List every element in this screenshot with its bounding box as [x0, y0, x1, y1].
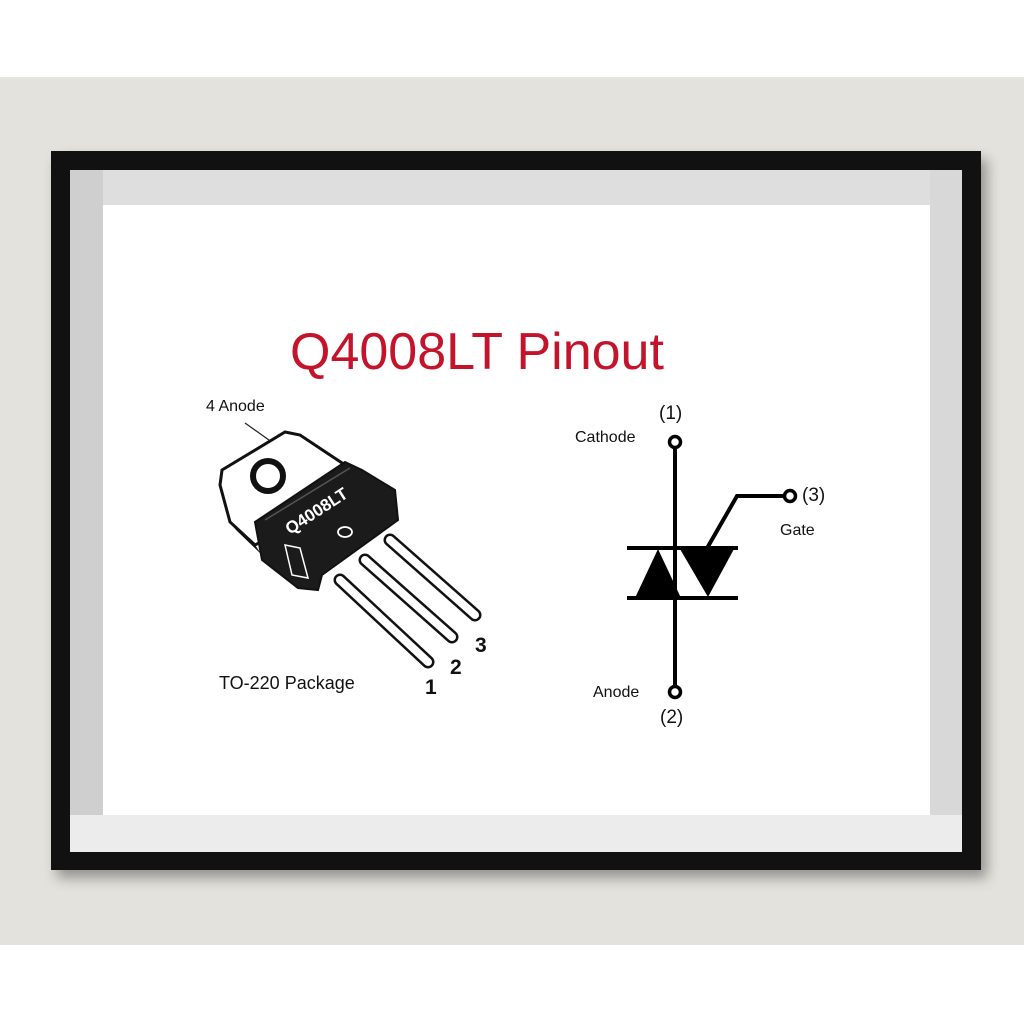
mat-bevel-left	[70, 170, 103, 852]
anode-pin-number: (2)	[660, 707, 684, 728]
pin-number-1: 1	[425, 676, 437, 699]
mat-bevel-bottom	[70, 815, 962, 852]
pin-number-3: 3	[475, 634, 487, 657]
mat-bevel-top	[70, 170, 962, 205]
gate-label: Gate	[780, 522, 815, 539]
to220-package-illustration: Q4008LT	[218, 422, 482, 669]
down-triangle	[680, 549, 734, 597]
package-label: TO-220 Package	[219, 673, 355, 693]
tab-anode-label: 4 Anode	[206, 398, 265, 415]
mounting-hole	[250, 458, 286, 494]
cathode-label: Cathode	[575, 429, 636, 446]
gate-line	[704, 494, 785, 551]
page-title: Q4008LT Pinout	[290, 323, 664, 381]
anode-label: Anode	[593, 684, 640, 701]
anode-terminal	[667, 684, 683, 700]
gate-terminal	[782, 488, 798, 504]
cathode-pin-number: (1)	[659, 403, 683, 424]
cathode-terminal	[667, 434, 683, 450]
up-triangle	[635, 549, 681, 598]
pin-number-2: 2	[450, 656, 462, 679]
gate-pin-number: (3)	[802, 485, 826, 506]
mat-bevel-right	[930, 170, 962, 852]
triac-symbol	[627, 434, 798, 700]
package-body	[253, 460, 400, 592]
